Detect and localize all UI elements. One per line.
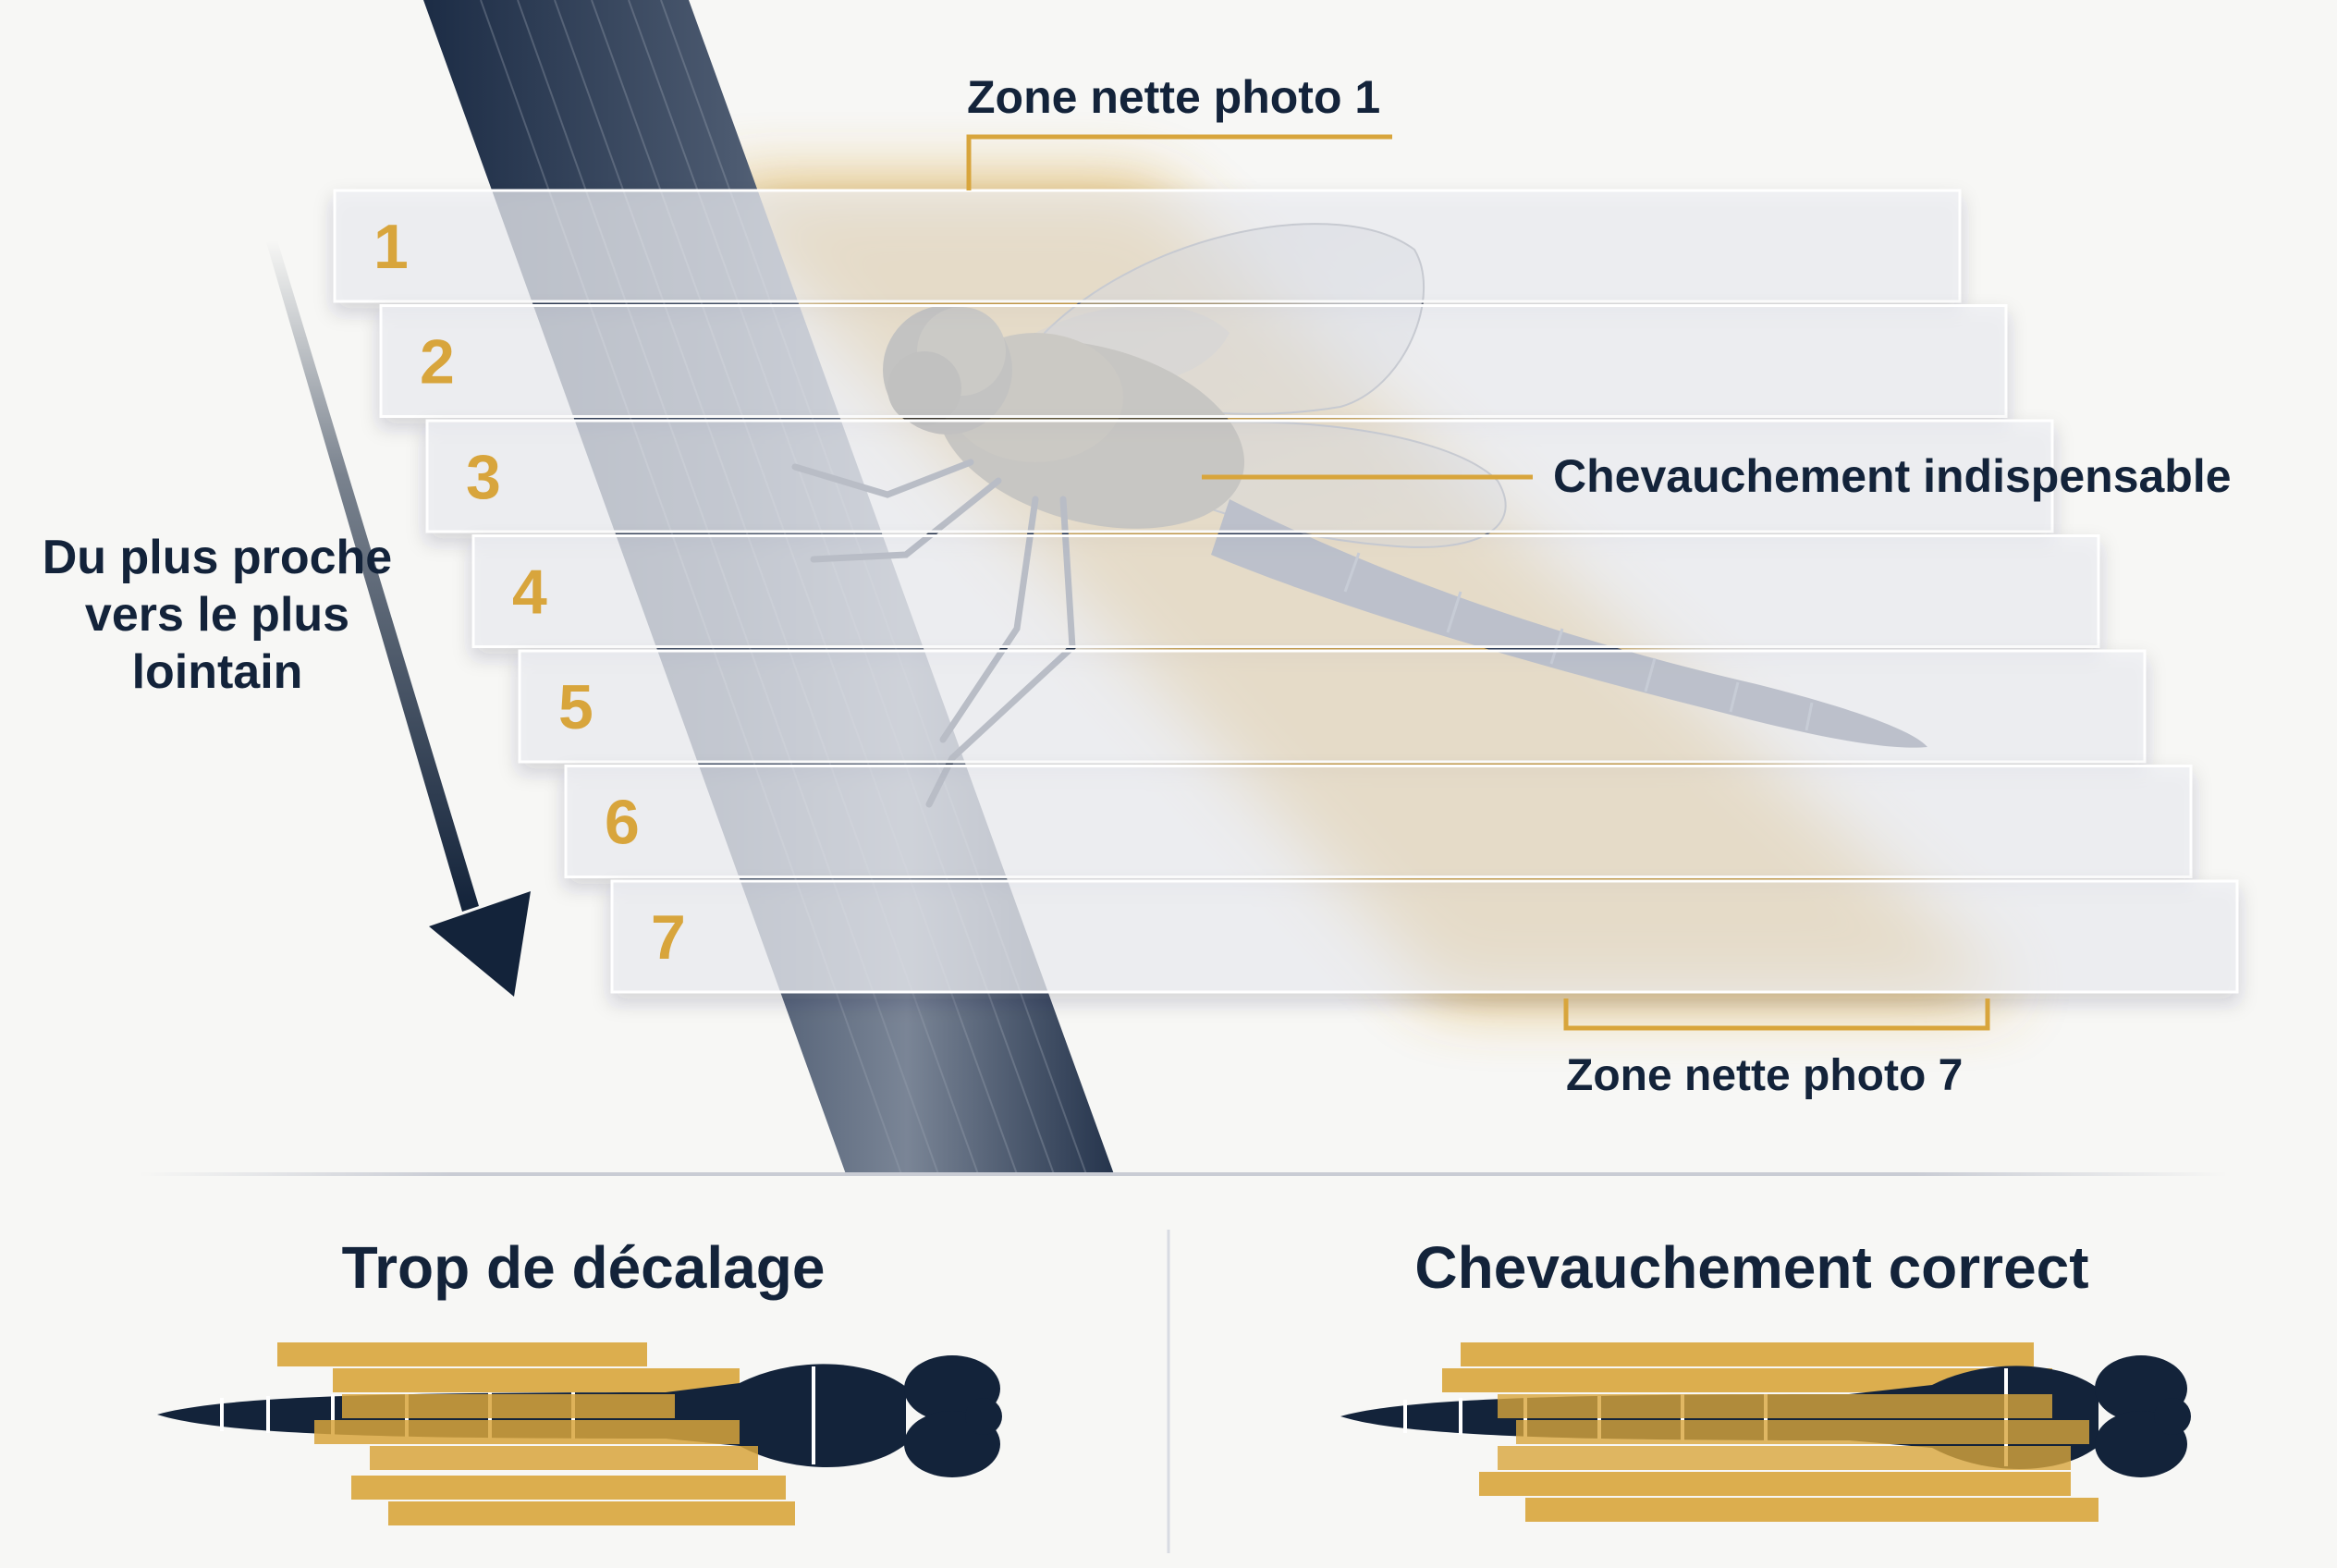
- label-zone-first: Zone nette photo 1: [967, 71, 1381, 123]
- slice-1: 1: [333, 189, 1962, 303]
- focus-band-strip: [1516, 1420, 2089, 1444]
- focus-band-strip: [342, 1394, 675, 1418]
- slice-5: 5: [518, 649, 2147, 764]
- focus-band-strip: [1479, 1472, 2071, 1496]
- focus-band-strip: [1461, 1342, 2034, 1366]
- slice-6: 6: [564, 765, 2193, 878]
- focus-band-strip: [1498, 1446, 2071, 1470]
- comparison-good-icon: [1340, 1342, 2191, 1522]
- slice-number: 1: [373, 212, 409, 282]
- slice-panel: [564, 765, 2193, 878]
- slice-panel: [610, 879, 2239, 994]
- section-divider: [139, 1172, 2228, 1176]
- focus-band-strip: [1525, 1498, 2098, 1522]
- slice-2: 2: [379, 304, 2008, 418]
- slice-panel: [518, 649, 2147, 764]
- slice-panel: [333, 189, 1962, 303]
- label-zone-last: Zone nette photo 7: [1566, 1051, 1964, 1100]
- slice-number: 2: [420, 327, 455, 398]
- direction-label: Du plus proche vers le plus lointain: [42, 531, 393, 699]
- slice-panel: [471, 534, 2100, 648]
- slice-number: 6: [605, 788, 640, 858]
- slice-number: 4: [512, 557, 547, 628]
- label-overlap: Chevauchement indispensable: [1553, 450, 2232, 502]
- slice-number: 5: [558, 672, 593, 742]
- focus-band-strip: [1498, 1394, 2052, 1418]
- focus-band-strip: [277, 1342, 647, 1366]
- comparison-bad-icon: [157, 1342, 1002, 1525]
- focus-band-strip: [314, 1420, 740, 1444]
- slice-4: 4: [471, 534, 2100, 648]
- direction-arrow-icon: [266, 240, 531, 997]
- slice-7: 7: [610, 879, 2239, 994]
- slice-number: 3: [466, 442, 501, 512]
- focus-band-strip: [351, 1476, 786, 1500]
- focus-band-strip: [370, 1446, 758, 1470]
- slice-panel: [379, 304, 2008, 418]
- focus-band-strip: [333, 1368, 740, 1392]
- slice-number: 7: [651, 902, 686, 973]
- callout-lines: [966, 134, 1990, 1031]
- focus-band-strip: [388, 1501, 795, 1525]
- comparison-good-title: Chevauchement correct: [1414, 1234, 2089, 1301]
- comparison-bad-title: Trop de décalage: [341, 1234, 826, 1301]
